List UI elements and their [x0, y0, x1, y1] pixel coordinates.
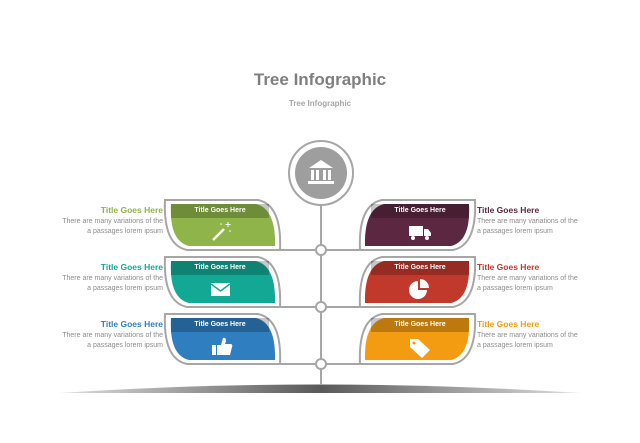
leaf-4-band: [371, 261, 469, 275]
branch-5-desc-line1: There are many variations of the: [62, 332, 163, 339]
branch-2-desc-line2: a passages lorem ipsum: [477, 228, 553, 235]
leaf-outline-2: [358, 199, 477, 251]
branch-1-heading: Title Goes Here: [100, 205, 163, 215]
leaf-1-band: [171, 204, 269, 218]
branch-6-text: Title Goes Here There are many variation…: [477, 319, 597, 351]
leaf-outline-4: [358, 256, 477, 308]
branch-2-text: Title Goes Here There are many variation…: [477, 205, 597, 237]
branch-4-text: Title Goes Here There are many variation…: [477, 262, 597, 294]
leaf-5-label: Title Goes Here: [194, 321, 246, 328]
leaf-outline-3: [163, 256, 282, 308]
leaf-3-label: Title Goes Here: [194, 264, 246, 271]
leaf-2-label: Title Goes Here: [394, 207, 446, 214]
leaf-5-band: [171, 318, 269, 332]
leaf-6-label: Title Goes Here: [394, 321, 446, 328]
branch-6-desc-line1: There are many variations of the: [477, 332, 578, 339]
leaf-6-band: [371, 318, 469, 332]
branch-1-desc-line2: a passages lorem ipsum: [87, 228, 163, 235]
branch-2-heading: Title Goes Here: [477, 205, 540, 215]
ground: [60, 384, 580, 393]
branch-6-desc-line2: a passages lorem ipsum: [477, 342, 553, 349]
page-subtitle: Tree Infographic: [288, 99, 352, 108]
leaf-1-label: Title Goes Here: [194, 207, 246, 214]
branch-5-heading: Title Goes Here: [100, 319, 163, 329]
branch-4-desc-line2: a passages lorem ipsum: [477, 285, 553, 292]
pie-chart-icon: [409, 279, 429, 299]
junction-3: [315, 358, 327, 370]
branch-6-heading: Title Goes Here: [477, 319, 540, 329]
tag-icon: [410, 339, 430, 358]
leaf-outline-5: [163, 313, 282, 365]
leaf-2: [364, 204, 470, 246]
leaf-outline-1: [163, 199, 282, 251]
branch-5-text: Title Goes Here There are many variation…: [43, 319, 163, 351]
branch-4-heading: Title Goes Here: [477, 262, 540, 272]
thumbs-up-icon: [212, 337, 233, 355]
page-title: Tree Infographic: [253, 70, 387, 89]
branch-1-desc-line1: There are many variations of the: [62, 218, 163, 225]
leaf-2-band: [371, 204, 469, 218]
root-circle: [295, 147, 347, 199]
leaf-3: [170, 261, 276, 303]
junction-2: [315, 301, 327, 313]
branch-3-heading: Title Goes Here: [100, 262, 163, 272]
leaf-outline-6: [358, 313, 477, 365]
junction-1: [315, 244, 327, 256]
branch-1-text: Title Goes Here There are many variation…: [43, 205, 163, 237]
leaf-3-band: [171, 261, 269, 275]
bank-icon: [308, 160, 334, 184]
leaf-1: [170, 204, 276, 246]
leaf-4-label: Title Goes Here: [394, 264, 446, 271]
envelope-icon: [210, 283, 231, 296]
truck-icon: [409, 226, 431, 240]
branch-3-text: Title Goes Here There are many variation…: [43, 262, 163, 294]
branch-2-desc-line1: There are many variations of the: [477, 218, 578, 225]
branch-3-desc-line2: a passages lorem ipsum: [87, 285, 163, 292]
magic-wand-icon: [212, 222, 231, 241]
branch-5-desc-line2: a passages lorem ipsum: [87, 342, 163, 349]
branch-4-desc-line1: There are many variations of the: [477, 275, 578, 282]
branch-3-desc-line1: There are many variations of the: [62, 275, 163, 282]
